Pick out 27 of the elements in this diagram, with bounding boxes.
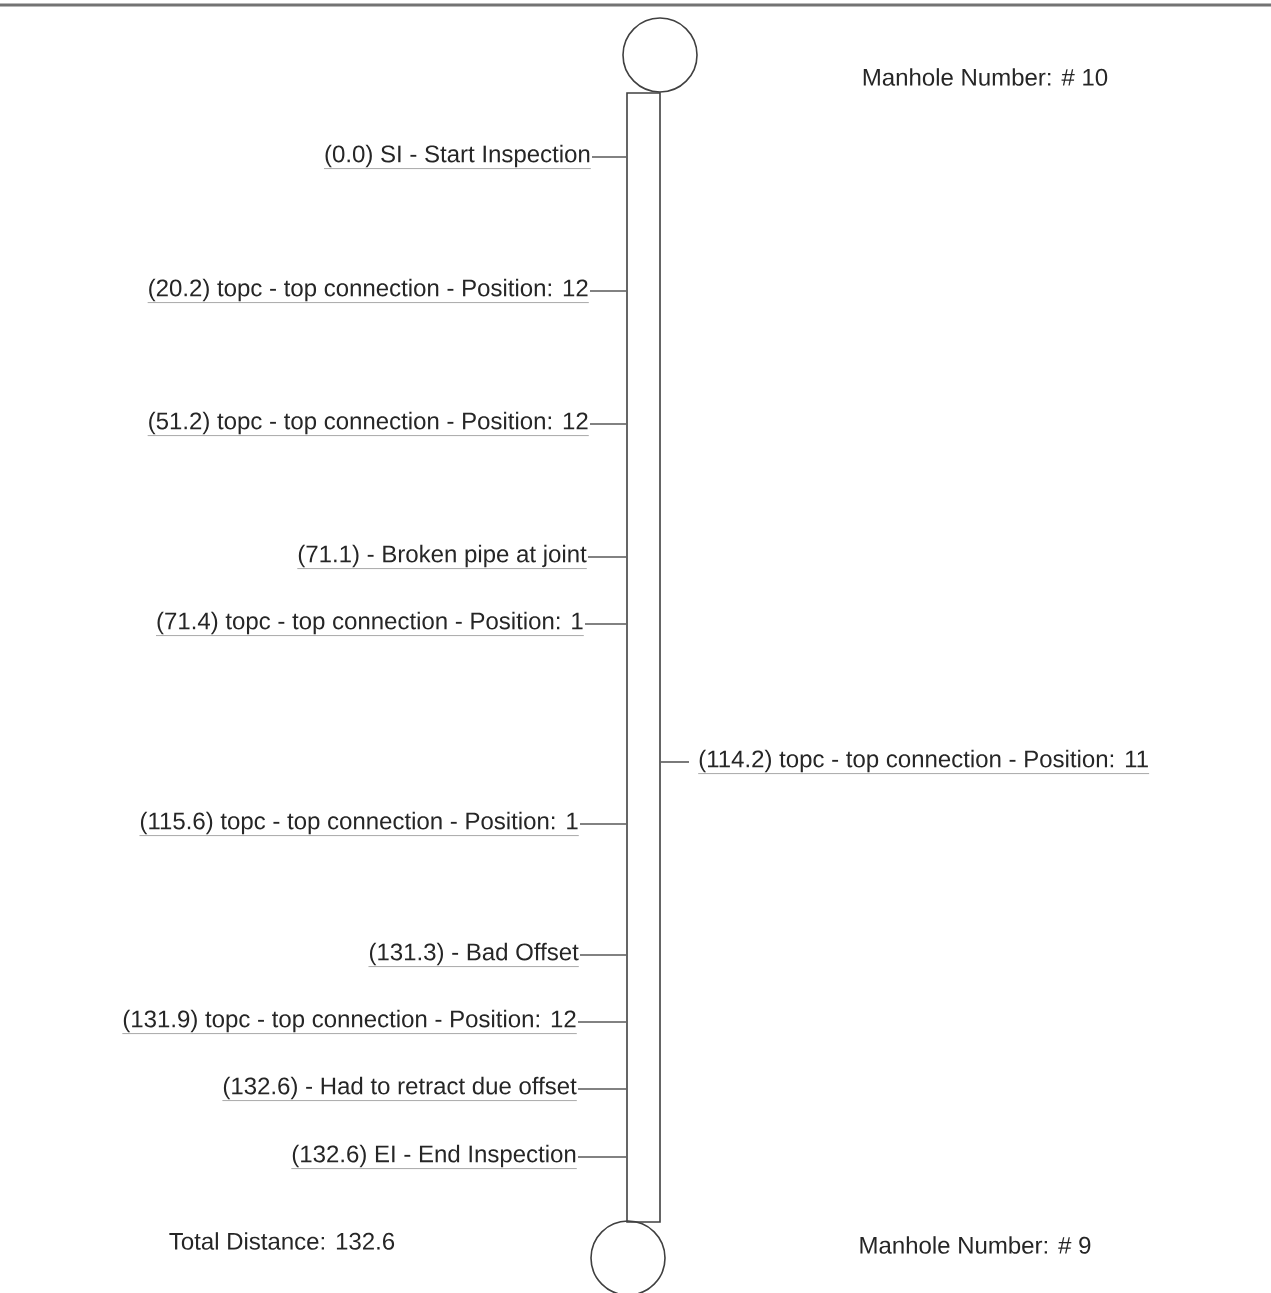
leader-line bbox=[589, 290, 627, 292]
leader-line bbox=[591, 156, 627, 158]
leader-line bbox=[577, 1021, 627, 1023]
manhole-circle bbox=[622, 17, 698, 93]
leader-line bbox=[587, 556, 627, 558]
event-label: (51.2) topc - top connection - Position: 12 bbox=[147, 411, 589, 436]
event-label: (71.4) topc - top connection - Position: 1 bbox=[155, 611, 584, 636]
event-label: (115.6) topc - top connection - Position: 1 bbox=[139, 811, 579, 836]
event-label: (132.6) EI - End Inspection bbox=[291, 1144, 577, 1169]
event-label: (131.9) topc - top connection - Position: 12 bbox=[122, 1009, 577, 1034]
leader-line bbox=[579, 823, 627, 825]
manhole-label: Manhole Number: # 10 bbox=[863, 68, 1108, 86]
manhole-label: Manhole Number: # 9 bbox=[860, 1236, 1091, 1254]
leader-line bbox=[584, 623, 627, 625]
event-label: (114.2) topc - top connection - Position: 11 bbox=[698, 749, 1150, 774]
event-label: (131.3) - Bad Offset bbox=[368, 942, 579, 967]
leader-line bbox=[577, 1156, 627, 1158]
event-label: (0.0) SI - Start Inspection bbox=[323, 144, 591, 169]
event-label: (71.1) - Broken pipe at joint bbox=[297, 544, 587, 569]
total-distance-label: Total Distance: 132.6 bbox=[169, 1232, 395, 1250]
pipe-bar bbox=[626, 92, 661, 1223]
event-label: (132.6) - Had to retract due offset bbox=[222, 1076, 577, 1101]
leader-line bbox=[577, 1088, 627, 1090]
leader-line bbox=[579, 954, 627, 956]
event-label: (20.2) topc - top connection - Position: 12 bbox=[147, 278, 589, 303]
leader-line bbox=[660, 761, 690, 763]
leader-line bbox=[589, 423, 627, 425]
